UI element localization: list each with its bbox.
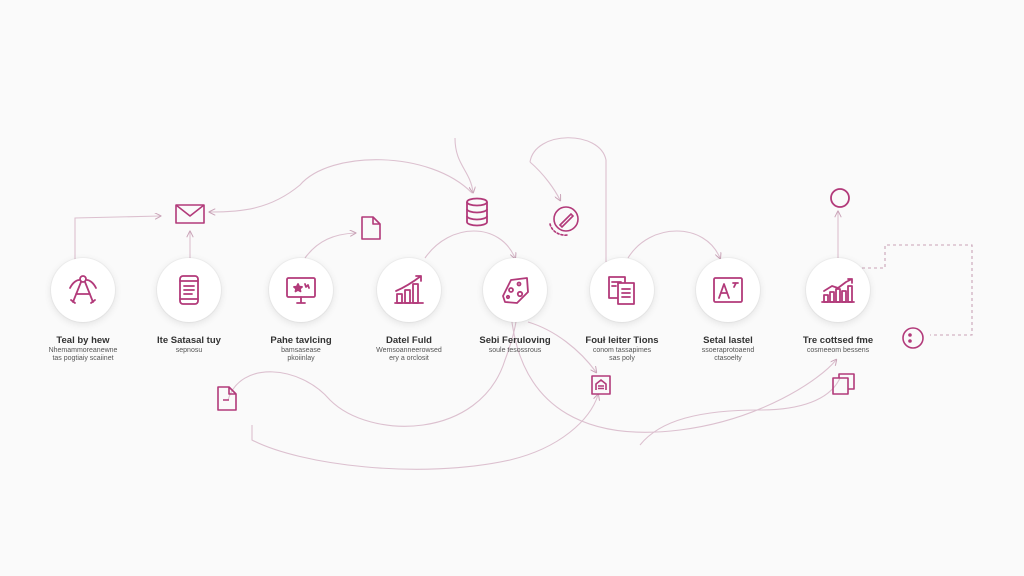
step-desc-line: tas pogtiaiy scaiinet xyxy=(52,354,114,362)
connector-lower-curve-a xyxy=(227,279,518,427)
growth-chart-icon xyxy=(394,275,424,304)
connector-lower-curve-c xyxy=(509,299,836,433)
step-label-7: Setal lastel ssoeraprotoaend ctasoelty xyxy=(663,335,793,363)
step-node-1 xyxy=(51,258,115,322)
smartphone-icon xyxy=(179,275,199,305)
step-title: Datel Fuld xyxy=(386,335,432,346)
envelope-node xyxy=(174,203,206,225)
connector-pencil-in xyxy=(529,161,560,200)
step-label-8: Tre cottsed fme cosmeeom bessens xyxy=(773,335,903,355)
step-desc-line: ery a orclosit xyxy=(389,354,429,362)
step-title: Fouł leiter Tions xyxy=(585,335,659,346)
dots-node xyxy=(900,325,926,351)
step-desc-line: sepnosu xyxy=(175,346,203,354)
step-desc-line: pkoiinlay xyxy=(287,354,315,362)
connector-step1-envelope xyxy=(74,216,160,262)
step-title: Setal lastel xyxy=(703,335,753,346)
step-label-2: Ite Satasal tuy sepnosu xyxy=(124,335,254,355)
building-node xyxy=(589,373,613,397)
step-title: Teal by hew xyxy=(56,335,110,346)
step-node-8 xyxy=(806,258,870,322)
step-desc-line: Wemsoanneerowsed xyxy=(376,346,442,354)
connector-step6-step7-arc xyxy=(627,230,720,258)
file-node xyxy=(358,214,384,242)
step-title: Pahe tavlcing xyxy=(270,335,332,346)
cheese-icon xyxy=(502,277,529,304)
step-desc-line: ctasoelty xyxy=(714,354,742,362)
small-file-icon xyxy=(217,386,237,411)
step-node-6 xyxy=(590,258,654,322)
step-title: Sebi Feruloving xyxy=(479,335,551,346)
step-node-7 xyxy=(696,258,760,322)
database-icon xyxy=(466,197,488,227)
step-label-3: Pahe tavlcing bamsasease pkoiinlay xyxy=(236,335,366,363)
copy-icon xyxy=(832,373,855,395)
step-desc-line: conom tassapimes xyxy=(592,346,652,354)
small-file-node xyxy=(214,384,240,414)
pencil-node xyxy=(546,200,586,238)
circle-icon xyxy=(830,188,850,208)
step-desc-line: soule tesossrous xyxy=(488,346,542,354)
step-desc-line: bamsasease xyxy=(281,346,321,354)
connector-dashed-box xyxy=(862,244,973,336)
envelope-icon xyxy=(175,204,205,224)
step-desc-line: sas poly xyxy=(609,354,635,362)
letter-a-icon xyxy=(713,277,743,303)
step-title: Tre cottsed fme xyxy=(802,335,874,346)
step-label-5: Sebi Feruloving soule tesossrous xyxy=(450,335,580,355)
building-icon xyxy=(591,375,611,395)
step-desc-line: cosmeeom bessens xyxy=(806,346,870,354)
step-label-4: Datel Fuld Wemsoanneerowsed ery a orclos… xyxy=(344,335,474,363)
step-title: Ite Satasal tuy xyxy=(157,335,221,346)
step-label-1: Teal by hew Nhemammoreanewne tas pogtiai… xyxy=(18,335,148,363)
connector-step4-step5-arc xyxy=(424,230,515,258)
compass-icon xyxy=(69,275,97,304)
pencil-icon xyxy=(549,206,579,236)
bar-chart-icon xyxy=(821,278,855,303)
connector-step3-file xyxy=(304,233,355,259)
step-label-6: Fouł leiter Tions conom tassapimes sas p… xyxy=(557,335,687,363)
step-node-2 xyxy=(157,258,221,322)
connector-database-envelope xyxy=(210,159,473,212)
step-node-3 xyxy=(269,258,333,322)
file-icon xyxy=(361,216,381,240)
monitor-star-icon xyxy=(286,277,316,304)
step-desc-line: Nhemammoreanewne xyxy=(48,346,118,354)
connector-lower-curve-b xyxy=(251,395,598,470)
connector-lower-curve-d xyxy=(639,377,841,446)
connector-top-pencil xyxy=(529,137,607,262)
step-desc-line: ssoeraprotoaend xyxy=(701,346,755,354)
connector-top-database xyxy=(454,137,473,192)
step-node-4 xyxy=(377,258,441,322)
database-node xyxy=(464,197,490,227)
copy-node xyxy=(830,370,858,398)
connector-step5-building xyxy=(527,321,596,372)
step-node-5 xyxy=(483,258,547,322)
circle-node xyxy=(828,186,852,210)
documents-icon xyxy=(608,276,635,305)
dots-icon xyxy=(902,327,924,349)
